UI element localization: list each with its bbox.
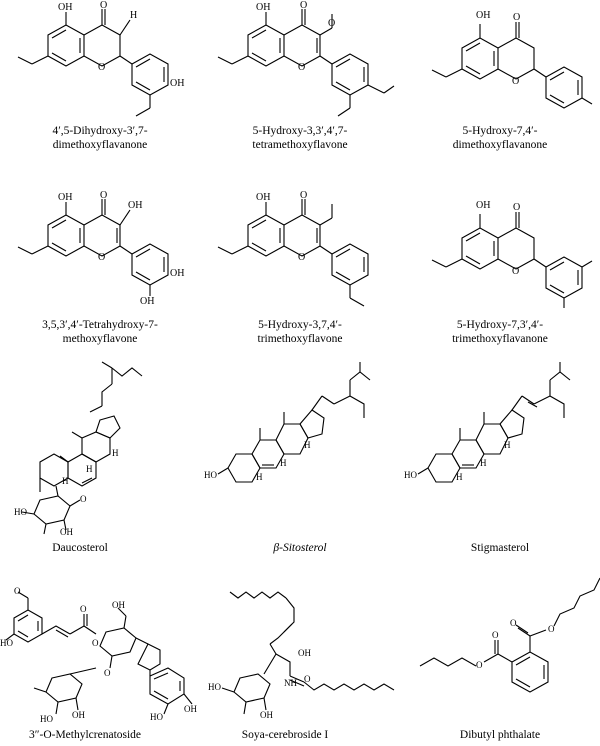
structure-3-5-3p-4p-tetrahydroxy-7-methoxyflavone: OH O OH O OH OH: [0, 190, 200, 312]
atom-o: O: [100, 0, 108, 11]
atom-o: O: [300, 190, 308, 201]
atom-o: O: [92, 638, 99, 648]
atom-oh: OH: [58, 2, 73, 13]
structure-beta-sitosterol: H H H HO: [200, 362, 400, 538]
atom-h: H: [256, 472, 263, 482]
atom-oh: OH: [184, 704, 197, 714]
compound-name: Stigmasterol: [470, 542, 530, 554]
atom-ho: HO: [204, 470, 217, 480]
compound-name: 5-Hydroxy-7,4′-dimethoxyflavanone: [452, 125, 548, 151]
atom-o: O: [104, 668, 111, 678]
compound-name: Daucosterol: [52, 542, 108, 554]
atom-ho: HO: [0, 638, 13, 648]
structure-stigmasterol: H H H HO: [400, 362, 600, 538]
atom-o: O: [80, 494, 87, 504]
atom-ho: HO: [404, 470, 417, 480]
structure-daucosterol: H H H O HO OH: [0, 361, 200, 538]
structure-5-hydroxy-7-3p-4p-trimethoxyflavanone: OH O O: [400, 190, 600, 312]
atom-ho: HO: [14, 507, 27, 517]
atom-o: O: [14, 586, 21, 596]
structure-4p5-dihydroxy-3p7-dimethoxyflavanone: OH O H O OH: [0, 0, 200, 122]
atom-o: O: [298, 252, 306, 263]
atom-o: O: [300, 0, 308, 11]
atom-oh: OH: [58, 192, 73, 203]
atom-o: O: [298, 62, 306, 73]
atom-h: H: [280, 458, 287, 468]
atom-o: O: [512, 76, 520, 87]
compound-name: β-Sitosterol: [273, 542, 327, 554]
structure-3pp-o-methylcrenatoside: O HO O O OH O HO OH HO OH: [0, 578, 200, 726]
atom-o: O: [80, 604, 87, 614]
compound-name: 5-Hydroxy-3,3′,4′,7-tetramethoxyflavone: [252, 125, 348, 151]
atom-oh: OH: [140, 296, 155, 307]
atom-oh: OH: [260, 710, 273, 720]
atom-oh: OH: [170, 78, 185, 89]
atom-o: O: [98, 62, 106, 73]
atom-h: H: [130, 10, 138, 21]
atom-oh: OH: [72, 710, 85, 720]
compound-name: 3″-O-Methylcrenatoside: [28, 729, 142, 741]
atom-oh: OH: [112, 600, 125, 610]
atom-h: H: [86, 464, 93, 474]
structure-dibutyl-phthalate: O O O O: [400, 577, 600, 726]
atom-h: H: [504, 440, 511, 450]
atom-oh: OH: [476, 10, 491, 21]
atom-o: O: [512, 266, 520, 277]
atom-oh: OH: [170, 268, 185, 279]
compound-name: 5-Hydroxy-3,7,4′-trimethoxyflavone: [257, 319, 343, 345]
atom-h: H: [112, 448, 119, 458]
structure-5-hydroxy-7-4p-dimethoxyflavanone: OH O O: [400, 0, 600, 122]
atom-ho: HO: [208, 682, 221, 692]
atom-o: O: [304, 674, 311, 684]
atom-nh: NH: [284, 678, 297, 688]
compound-name: 3,5,3′,4′-Tetrahydroxy-7-methoxyflavone: [42, 319, 158, 345]
atom-oh: OH: [256, 2, 271, 13]
atom-oh: OH: [476, 200, 491, 211]
atom-h: H: [304, 440, 311, 450]
atom-oh: OH: [298, 648, 311, 658]
atom-ho: HO: [150, 712, 163, 722]
atom-o: O: [98, 252, 106, 263]
atom-h: H: [456, 472, 463, 482]
atom-o: O: [476, 660, 483, 670]
atom-oh: OH: [128, 200, 143, 211]
compound-name: 4′,5-Dihydroxy-3′,7-dimethoxyflavanone: [52, 125, 148, 151]
atom-oh: OH: [256, 192, 271, 203]
compound-name: Soya-cerebroside I: [241, 729, 329, 741]
structure-soya-cerebroside-i: OH O NH HO OH: [200, 578, 400, 726]
structure-5-hydroxy-3-3p-4p-7-tetramethoxyflavone: OH O O O: [200, 0, 400, 122]
atom-o: O: [100, 190, 108, 201]
compound-name: Dibutyl phthalate: [459, 729, 541, 741]
atom-o: O: [548, 624, 555, 634]
structure-5-hydroxy-3-7-4p-trimethoxyflavone: OH O O: [200, 190, 400, 312]
atom-oh: OH: [60, 527, 73, 537]
atom-o: O: [513, 12, 521, 23]
compound-name: 5-Hydroxy-7,3′,4′-trimethoxyflavanone: [452, 319, 548, 345]
atom-h: H: [62, 476, 69, 486]
atom-o: O: [328, 18, 336, 29]
atom-ho: HO: [40, 714, 53, 724]
atom-h: H: [480, 458, 487, 468]
atom-o: O: [513, 202, 521, 213]
atom-o: O: [510, 618, 517, 628]
atom-o: O: [492, 630, 499, 640]
